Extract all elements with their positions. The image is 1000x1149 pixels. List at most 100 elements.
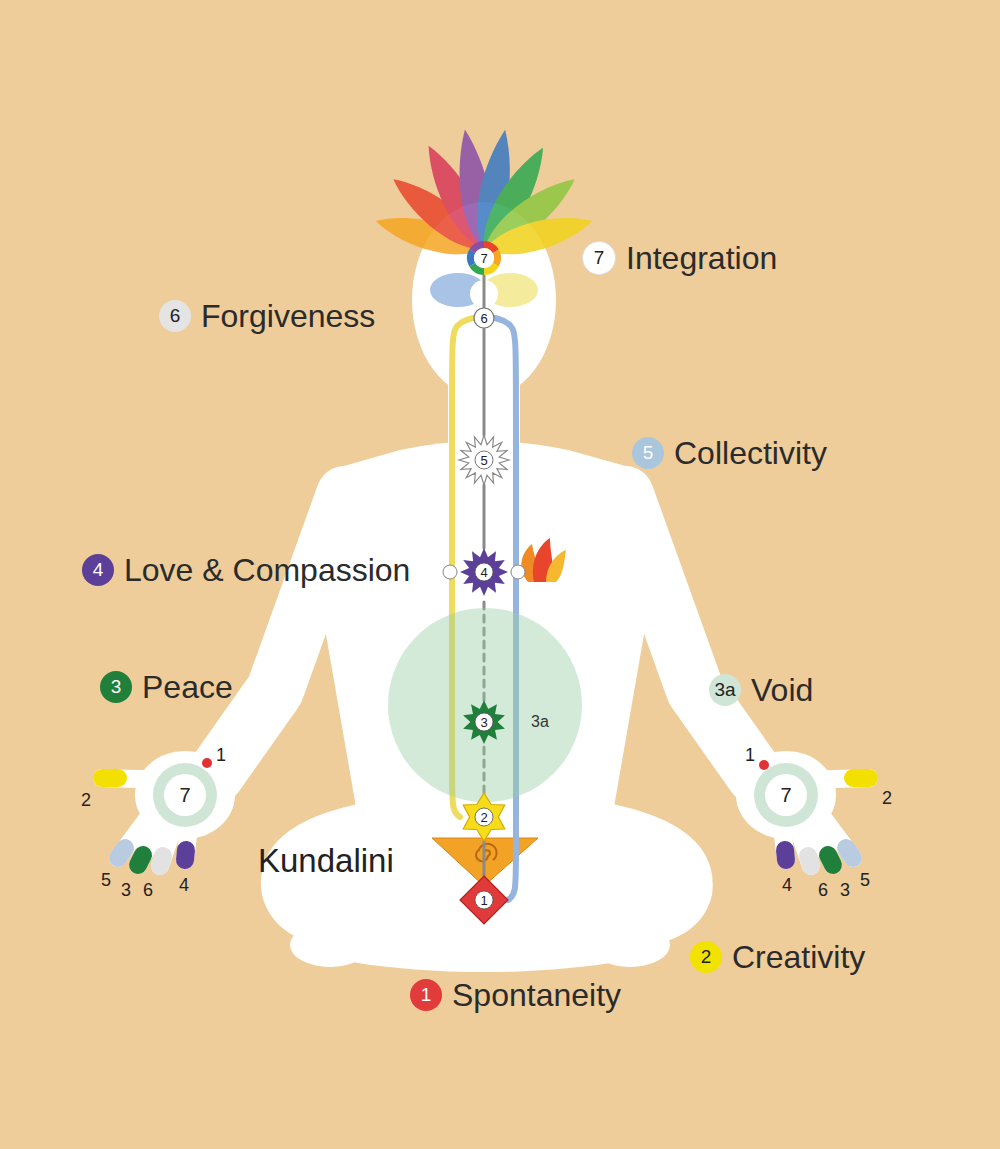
- finger-tip: [785, 850, 786, 860]
- chakra-shape: [463, 700, 505, 744]
- callout-circle: 5: [632, 437, 664, 469]
- callout-label: 4Love & Compassion: [82, 551, 410, 589]
- chakra-quality: Creativity: [732, 938, 865, 976]
- finger-number: 1: [745, 744, 755, 766]
- finger-tip: [853, 769, 869, 787]
- chakra-quality: Peace: [142, 668, 233, 706]
- finger-tip: [160, 856, 163, 866]
- inner-circle: [475, 713, 493, 731]
- chakra-shape: [463, 793, 505, 841]
- chakra-number: 2: [480, 811, 487, 824]
- kundalini-label: Kundalini: [258, 842, 394, 879]
- finger-number: 2: [81, 789, 91, 811]
- chakra-number: 1: [480, 894, 487, 907]
- chakra-shape: [459, 435, 509, 485]
- chakra-number: 3: [480, 716, 487, 729]
- red-dot: [759, 760, 769, 770]
- chakra-symbol: 1: [460, 876, 508, 924]
- star-shape: [459, 435, 509, 485]
- body-silhouette: [102, 202, 869, 972]
- left-middle-finger: [160, 822, 175, 866]
- finger-number: 5: [860, 869, 870, 891]
- central-channel: [483, 275, 486, 307]
- callout-number: 5: [643, 442, 654, 464]
- chakra-quality: Collectivity: [674, 434, 827, 472]
- right-ring-finger: [809, 820, 833, 865]
- chakra-shape: [474, 308, 494, 328]
- red-dot: [202, 758, 212, 768]
- callout-circle: 3: [100, 671, 132, 703]
- finger-tip: [118, 848, 125, 858]
- chakra-symbol: 4: [460, 548, 508, 596]
- callout-label: 3 Peace: [100, 668, 233, 706]
- chakra-symbol: 6: [473, 307, 495, 329]
- finger-number: 4: [179, 874, 189, 896]
- callout-label: 2 Creativity: [690, 938, 865, 976]
- diamond-shape: [460, 876, 508, 924]
- callout-circle: 3a: [709, 674, 741, 706]
- palm-center: [765, 774, 807, 816]
- central-channel: [483, 329, 486, 435]
- flame-petal: [546, 550, 566, 582]
- chakra-symbol: 3: [462, 700, 506, 744]
- chakra-shape: [460, 876, 508, 924]
- callout-label: 1Spontaneity: [410, 976, 621, 1014]
- finger-number: 2: [882, 787, 892, 809]
- callout-number: 1: [421, 984, 432, 1006]
- finger-number: 1: [216, 744, 226, 766]
- star-shape: [463, 700, 505, 744]
- callout-number: 3a: [714, 679, 735, 701]
- chakra-symbol: 5: [459, 435, 509, 485]
- callout-number: 4: [93, 559, 104, 581]
- channel-dot: [511, 565, 525, 579]
- chakra-quality: Forgiveness: [201, 297, 375, 335]
- finger-tip: [102, 769, 118, 787]
- chakra-shape: [460, 548, 508, 596]
- callout-number: 2: [701, 946, 712, 968]
- chakra-quality: Integration: [626, 239, 777, 277]
- finger-tip: [138, 855, 143, 865]
- finger-number: 5: [101, 869, 111, 891]
- left-foot: [290, 923, 370, 967]
- chakra-number: 4: [480, 566, 487, 579]
- chakra-quality: Void: [751, 671, 813, 709]
- channel-dot: [443, 565, 457, 579]
- finger-tip: [185, 850, 186, 860]
- chakra-symbol: 7: [467, 241, 501, 275]
- crown-lotus: [372, 127, 596, 264]
- finger-tip: [808, 856, 811, 866]
- callout-label: 6 Forgiveness: [159, 297, 375, 335]
- callout-number: 3: [111, 676, 122, 698]
- central-channel: [483, 841, 486, 876]
- finger-number: 6: [143, 879, 153, 901]
- kundalini-spiral: [476, 844, 496, 861]
- callout-circle: 6: [159, 300, 191, 332]
- callout-number: 6: [170, 305, 181, 327]
- finger-number: 3: [840, 879, 850, 901]
- inner-circle: [475, 451, 493, 469]
- chakra-number: 5: [480, 454, 487, 467]
- palm-circle: 7: [754, 763, 818, 827]
- chakra-shape: [467, 241, 501, 275]
- left-arm: [215, 495, 345, 775]
- finger-number: 6: [818, 879, 828, 901]
- chakra-number: 7: [780, 785, 791, 805]
- void-circle: 33a: [388, 608, 582, 802]
- palm-circle: 7: [153, 763, 217, 827]
- right-arm: [625, 495, 755, 775]
- star-shape: [463, 793, 505, 841]
- palm-ring: [153, 763, 217, 827]
- finger-tip: [828, 855, 833, 865]
- chakra-number: 7: [480, 252, 487, 265]
- callout-label: 7 Integration: [582, 239, 777, 277]
- chakra-symbol: 2: [460, 793, 508, 841]
- finger-number: 4: [782, 874, 792, 896]
- callout-circle: 7: [582, 241, 616, 275]
- right-foot: [590, 923, 670, 967]
- inner-circle: [474, 248, 494, 268]
- callout-circle: 4: [82, 554, 114, 586]
- callout-circle: 1: [410, 979, 442, 1011]
- inner-circle: [475, 808, 493, 826]
- callout-number: 7: [594, 247, 605, 269]
